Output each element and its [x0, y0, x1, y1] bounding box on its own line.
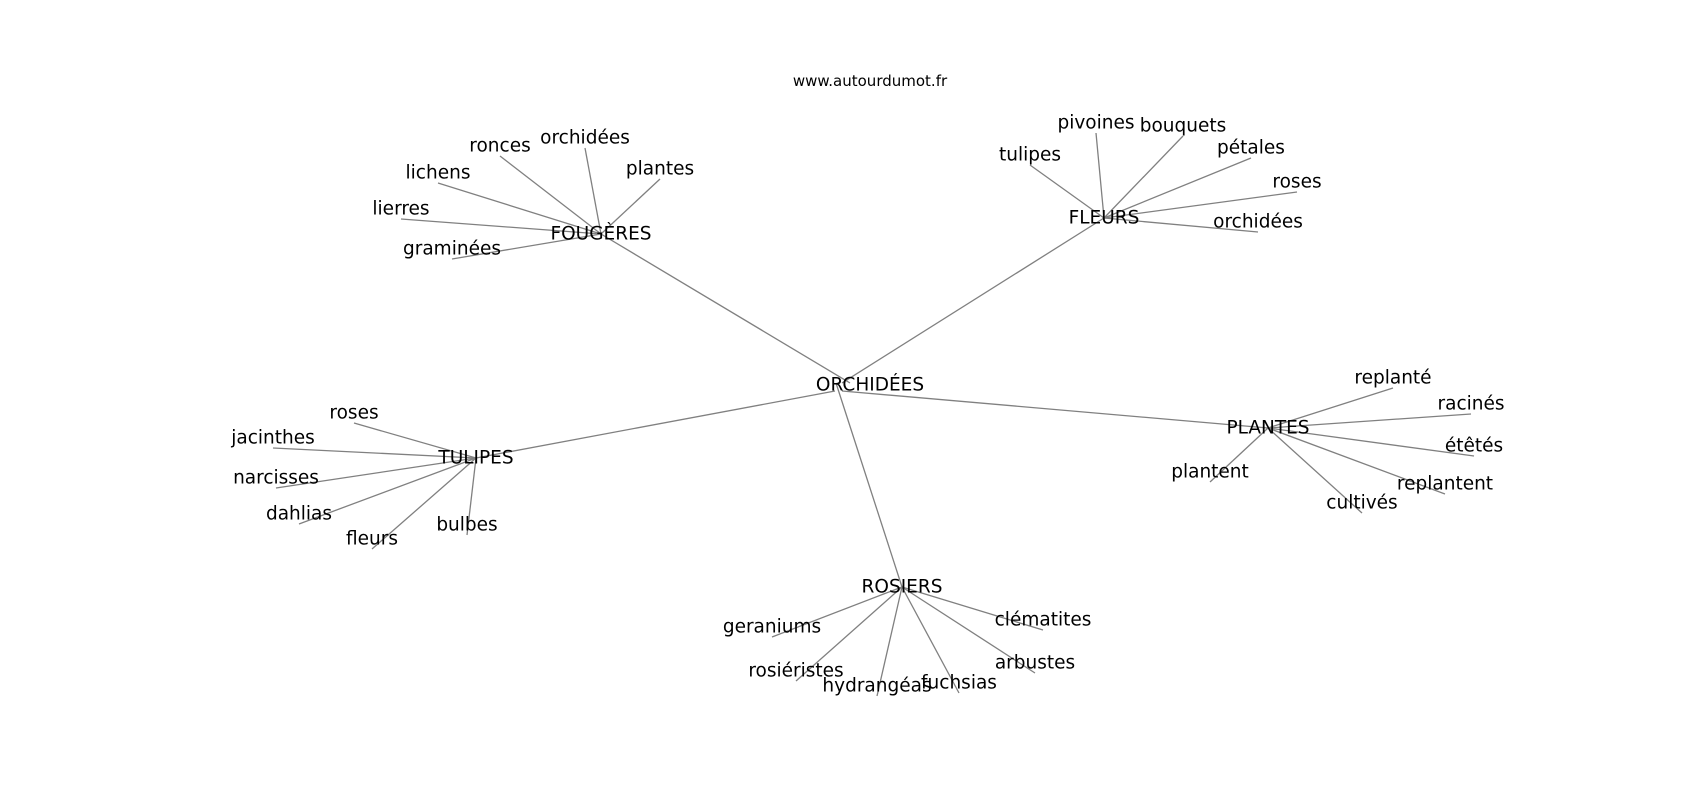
hub-leaf-edge	[1095, 132, 1105, 219]
root-hub-edge	[835, 382, 903, 588]
hub-leaf-edge	[499, 155, 602, 235]
leaf-node-label: racinés	[1438, 394, 1505, 415]
leaf-node-label: clématites	[995, 610, 1092, 631]
hub-leaf-edge	[876, 586, 903, 697]
hub-leaf-edge	[795, 586, 903, 682]
leaf-node-label: bouquets	[1140, 116, 1227, 137]
leaf-node-label: dahlias	[266, 504, 332, 525]
hub-leaf-edge	[275, 457, 477, 489]
root-node-label: ORCHIDÉES	[816, 374, 924, 396]
leaf-node-label: graminées	[403, 239, 501, 260]
hub-node-label: FLEURS	[1069, 208, 1140, 229]
leaf-node-label: rosiéristes	[748, 661, 843, 682]
leaf-node-label: plantent	[1171, 462, 1249, 483]
leaf-node-label: fleurs	[346, 529, 398, 550]
leaf-node-label: replanté	[1354, 368, 1431, 389]
source-url: www.autourdumot.fr	[792, 72, 948, 90]
hub-leaf-edge	[901, 586, 1044, 631]
leaf-node-label: pivoines	[1057, 113, 1134, 134]
leaf-node-label: narcisses	[233, 468, 319, 489]
hub-leaf-edge	[1267, 427, 1363, 514]
leaf-node-label: cultivés	[1326, 493, 1397, 514]
root-hub-edge	[841, 390, 1269, 429]
leaf-node-label: replantent	[1397, 474, 1493, 495]
hub-node-label: ROSIERS	[862, 577, 943, 598]
hub-node-label: TULIPES	[437, 448, 513, 469]
leaf-node-label: plantes	[626, 159, 694, 180]
hub-leaf-edge	[298, 457, 477, 525]
root-hub-edge	[841, 217, 1105, 384]
hub-leaf-edge	[901, 586, 1036, 674]
leaf-node-label: étêtés	[1445, 436, 1503, 457]
leaf-node-label: jacinthes	[230, 428, 315, 449]
hub-leaf-edge	[901, 586, 960, 694]
hub-leaf-edge	[272, 447, 477, 459]
hub-leaf-edge	[353, 422, 477, 459]
hub-leaf-edge	[371, 457, 477, 550]
leaf-node-label: arbustes	[995, 653, 1075, 674]
leaf-node-label: lierres	[372, 199, 429, 220]
root-hub-edge	[475, 390, 836, 459]
leaf-node-label: ronces	[469, 136, 530, 157]
leaf-node-label: lichens	[406, 163, 471, 184]
leaf-node-label: roses	[1272, 172, 1321, 193]
graph-labels: ORCHIDÉES FOUGÈRES ronces orchidées plantes l…	[230, 113, 1504, 697]
root-hub-edge	[600, 233, 851, 384]
leaf-node-label: pétales	[1217, 138, 1285, 159]
leaf-node-label: roses	[329, 403, 378, 424]
hub-leaf-edge	[1209, 427, 1269, 483]
leaf-node-label: tulipes	[999, 145, 1061, 166]
hub-leaf-edge	[1103, 217, 1259, 233]
leaf-node-label: fuchsias	[921, 673, 997, 694]
hub-leaf-edge	[451, 233, 602, 260]
hub-leaf-edge	[400, 218, 602, 235]
leaf-node-label: geraniums	[723, 617, 821, 638]
hub-node-label: FOUGÈRES	[550, 223, 651, 245]
hub-leaf-edge	[1103, 157, 1252, 219]
hub-leaf-edge	[1267, 427, 1475, 457]
hub-leaf-edge	[1267, 427, 1446, 495]
leaf-node-label: orchidées	[540, 128, 630, 149]
hub-leaf-edge	[1103, 191, 1298, 219]
hub-leaf-edge	[1267, 413, 1472, 429]
hub-leaf-edge	[600, 178, 661, 235]
hub-node-label: PLANTES	[1226, 418, 1309, 439]
hub-leaf-edge	[1267, 387, 1394, 429]
hub-leaf-edge	[466, 457, 477, 536]
graph-edges	[272, 132, 1475, 697]
hub-leaf-edge	[1103, 135, 1184, 219]
hub-leaf-edge	[584, 147, 602, 235]
hub-leaf-edge	[771, 586, 903, 638]
hub-leaf-edge	[437, 182, 602, 235]
leaf-node-label: orchidées	[1213, 212, 1303, 233]
hub-leaf-edge	[1029, 164, 1105, 219]
leaf-node-label: hydrangéas	[822, 676, 931, 697]
leaf-node-label: bulbes	[436, 515, 497, 536]
